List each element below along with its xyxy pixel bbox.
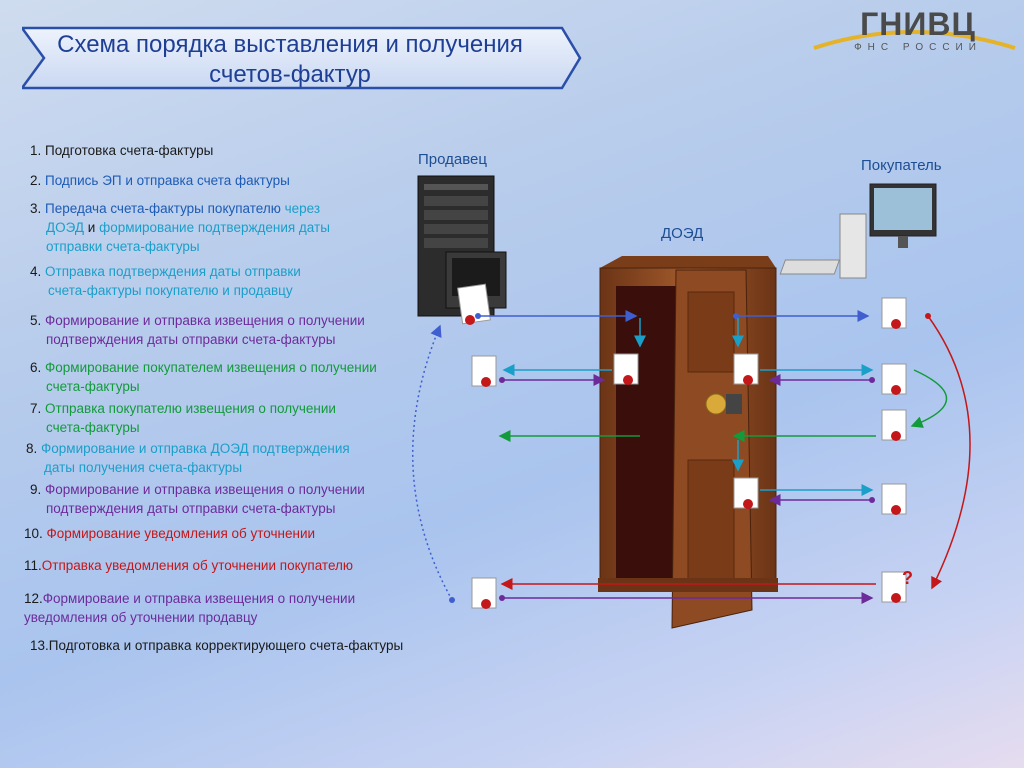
step-4-line-1: 4. Отправка подтверждения даты отправки xyxy=(30,262,301,281)
step-number: 2. xyxy=(30,173,42,188)
seller-document-icon xyxy=(457,283,491,325)
step-2-line-1: 2. Подпись ЭП и отправка счета фактуры xyxy=(30,171,290,190)
step-text: подтверждения даты отправки счета-фактур… xyxy=(46,501,336,516)
step-8-line-1: 8. Формирование и отправка ДОЭД подтверж… xyxy=(26,439,350,458)
step-3-line-3: отправки счета-фактуры xyxy=(30,237,330,256)
step-text: Подготовка счета-фактуры xyxy=(41,143,214,158)
step-text: Отправка покупателю извещения о получени… xyxy=(41,401,336,416)
step-text: подтверждения даты отправки счета-фактур… xyxy=(46,332,336,347)
step-text: Отправка подтверждения даты отправки xyxy=(41,264,301,279)
step-12-line-1: 12.Формироваие и отправка извещения о по… xyxy=(24,589,355,608)
seller-server-icon xyxy=(417,175,507,317)
step-9-line-2: подтверждения даты отправки счета-фактур… xyxy=(30,499,365,518)
gnivc-logo xyxy=(813,30,1016,50)
step-3: 3. Передача счета-фактуры покупателю чер… xyxy=(30,199,330,256)
step-1-line-1: 1. Подготовка счета-фактуры xyxy=(30,141,213,160)
step-number: 10. xyxy=(24,526,43,541)
step-10: 10. Формирование уведомления об уточнени… xyxy=(24,524,315,543)
step-3-line-1: 3. Передача счета-фактуры покупателю чер… xyxy=(30,199,330,218)
title-banner xyxy=(22,26,582,90)
step-12-line-2: уведомления об уточнении продавцу xyxy=(24,608,355,627)
title-line-2: счетов-фактур xyxy=(209,61,371,88)
logo-subtext: ФНС РОССИИ xyxy=(854,42,982,53)
step-5-line-1: 5. Формирование и отправка извещения о п… xyxy=(30,311,365,330)
step-text: счета-фактуры покупателю и продавцу xyxy=(48,283,293,298)
step-3-line-2: ДОЭД и формирование подтверждения даты xyxy=(30,218,330,237)
step-number: 9. xyxy=(30,482,42,497)
step-text: уведомления об уточнении продавцу xyxy=(24,610,258,625)
step-text: формирование подтверждения даты xyxy=(99,220,330,235)
step-text: через xyxy=(284,201,321,216)
step-text: Формирование и отправка извещения о полу… xyxy=(41,482,365,497)
step-text: Формирование покупателем извещения о пол… xyxy=(41,360,377,375)
step-text: отправки счета-фактуры xyxy=(46,239,200,254)
step-1: 1. Подготовка счета-фактуры xyxy=(30,141,213,160)
step-number: 13. xyxy=(30,638,49,653)
step-number: 1. xyxy=(30,143,42,158)
step-8: 8. Формирование и отправка ДОЭД подтверж… xyxy=(26,439,350,477)
flow-arrows xyxy=(411,310,971,604)
svg-text:?: ? xyxy=(902,568,913,588)
step-text: Формирование и отправка ДОЭД подтвержден… xyxy=(37,441,350,456)
step-6: 6. Формирование покупателем извещения о … xyxy=(30,358,377,396)
step-2: 2. Подпись ЭП и отправка счета фактуры xyxy=(30,171,290,190)
step-text: Формирование уведомления об уточнении xyxy=(42,526,316,541)
doed-cabinet-icon xyxy=(598,256,778,629)
step-text: и xyxy=(84,220,100,235)
operator-label: ДОЭД xyxy=(661,225,704,242)
step-text: счета-фактуры xyxy=(46,379,140,394)
page-title: Схема порядка выставления и получения сч… xyxy=(40,30,540,90)
step-5: 5. Формирование и отправка извещения о п… xyxy=(30,311,365,349)
step-12: 12.Формироваие и отправка извещения о по… xyxy=(24,589,355,627)
step-text: Передача счета-фактуры покупателю xyxy=(41,201,285,216)
step-4: 4. Отправка подтверждения даты отправки с… xyxy=(30,262,301,300)
step-text: Подготовка и отправка корректирующего сч… xyxy=(48,638,404,653)
step-text: Отправка уведомления об уточнении покупа… xyxy=(41,558,354,573)
seller-label: Продавец xyxy=(418,151,487,168)
step-10-line-1: 10. Формирование уведомления об уточнени… xyxy=(24,524,315,543)
title-line-1: Схема порядка выставления и получения xyxy=(57,31,523,58)
step-text: даты получения счета-фактуры xyxy=(44,460,243,475)
step-text: Формирование и отправка извещения о полу… xyxy=(41,313,365,328)
step-7-line-1: 7. Отправка покупателю извещения о получ… xyxy=(30,399,336,418)
step-text: Формироваие и отправка извещения о получ… xyxy=(42,591,356,606)
step-number: 6. xyxy=(30,360,42,375)
step-6-line-1: 6. Формирование покупателем извещения о … xyxy=(30,358,377,377)
step-7: 7. Отправка покупателю извещения о получ… xyxy=(30,399,336,437)
logo-text: ГНИВЦ xyxy=(860,6,976,42)
step-number: 5. xyxy=(30,313,42,328)
step-13-line-1: 13.Подготовка и отправка корректирующего… xyxy=(30,636,403,655)
step-11: 11.Отправка уведомления об уточнении пок… xyxy=(24,556,353,575)
step-number: 11. xyxy=(24,558,42,573)
step-13: 13.Подготовка и отправка корректирующего… xyxy=(30,636,403,655)
step-number: 4. xyxy=(30,264,42,279)
step-11-line-1: 11.Отправка уведомления об уточнении пок… xyxy=(24,556,353,575)
step-4-line-2: счета-фактуры покупателю и продавцу xyxy=(30,281,301,300)
buyer-label: Покупатель xyxy=(861,157,942,174)
buyer-computer-icon xyxy=(779,183,937,279)
step-number: 8. xyxy=(26,441,38,456)
step-9-line-1: 9. Формирование и отправка извещения о п… xyxy=(30,480,365,499)
step-8-line-2: даты получения счета-фактуры xyxy=(26,458,350,477)
step-number: 7. xyxy=(30,401,42,416)
step-number: 3. xyxy=(30,201,42,216)
step-9: 9. Формирование и отправка извещения о п… xyxy=(30,480,365,518)
step-6-line-2: счета-фактуры xyxy=(30,377,377,396)
step-7-line-2: счета-фактуры xyxy=(30,418,336,437)
step-text: Подпись ЭП и отправка счета фактуры xyxy=(41,173,290,188)
step-number: 12. xyxy=(24,591,43,606)
step-text: счета-фактуры xyxy=(46,420,140,435)
step-text: ДОЭД xyxy=(46,220,85,235)
doc-icons: ? xyxy=(471,297,913,609)
step-5-line-2: подтверждения даты отправки счета-фактур… xyxy=(30,330,365,349)
